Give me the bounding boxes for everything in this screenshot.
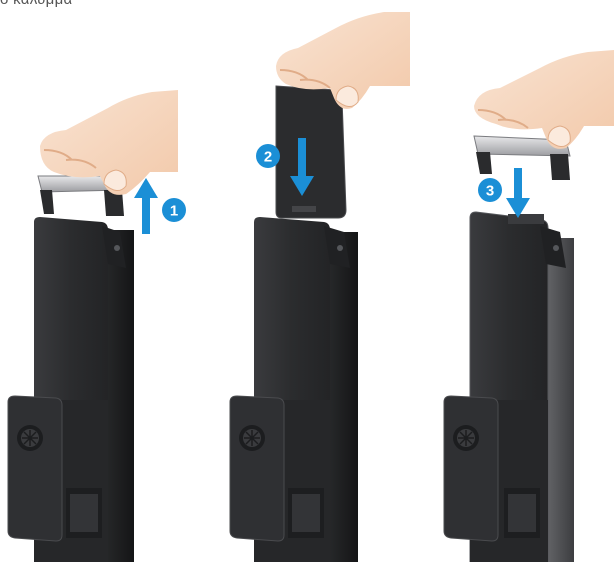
knob-plate (8, 396, 62, 541)
step-badge-2: 2 (256, 144, 280, 168)
knob-plate (230, 396, 284, 541)
battery-icon (276, 86, 346, 218)
screw-icon (553, 245, 559, 251)
arrow-down-icon (506, 168, 530, 218)
arrow-up-icon (134, 178, 158, 234)
knob-icon (17, 425, 43, 451)
screw-icon (337, 245, 343, 251)
knob-plate (444, 396, 498, 541)
step-badge-1: 1 (162, 198, 186, 222)
hand-icon (474, 50, 614, 149)
knob-icon (239, 425, 265, 451)
step-number-1: 1 (170, 203, 178, 220)
device-step-3: 3 (444, 50, 614, 562)
device-step-2: 2 (230, 12, 410, 562)
step-number-3: 3 (486, 183, 494, 200)
step-number-2: 2 (264, 149, 272, 166)
knob-icon (453, 425, 479, 451)
screw-icon (114, 245, 120, 251)
device-step-1: 1 (8, 90, 186, 562)
step-badge-3: 3 (478, 178, 502, 202)
